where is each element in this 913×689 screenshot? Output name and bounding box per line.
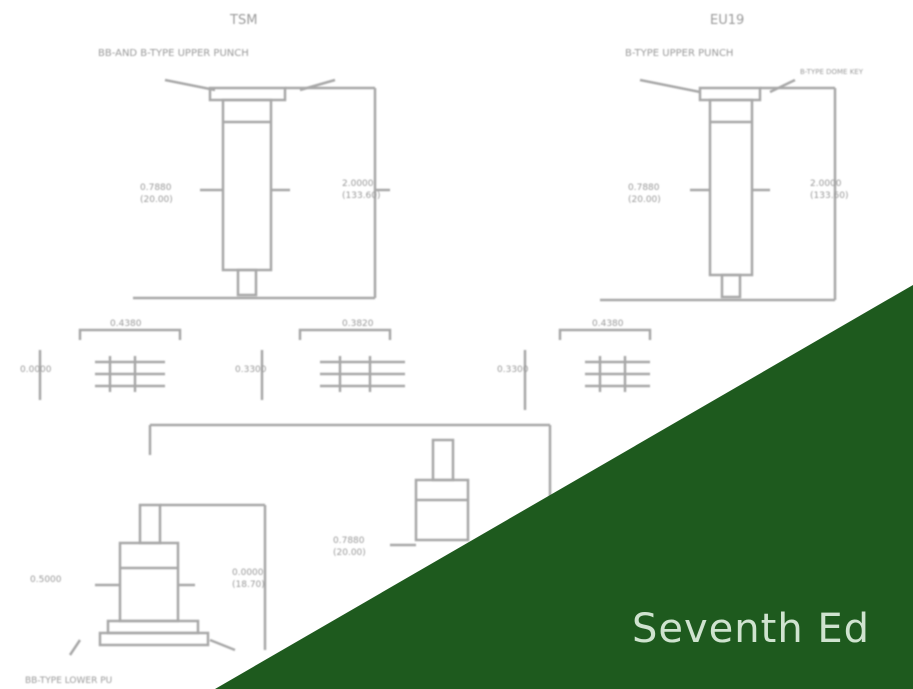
tsm-upper-punch bbox=[133, 78, 390, 300]
eu19-note: B-TYPE DOME KEY bbox=[800, 68, 864, 76]
svg-text:(133.60): (133.60) bbox=[342, 191, 381, 201]
svg-text:0.7880: 0.7880 bbox=[140, 183, 172, 193]
svg-text:(18.70): (18.70) bbox=[232, 580, 265, 590]
svg-text:(20.00): (20.00) bbox=[628, 195, 661, 205]
svg-text:(133.60): (133.60) bbox=[810, 191, 849, 201]
svg-text:(20.00): (20.00) bbox=[333, 548, 366, 558]
svg-text:2.0000: 2.0000 bbox=[810, 179, 842, 189]
lower-punch-left bbox=[68, 503, 267, 656]
svg-text:0.4380: 0.4380 bbox=[592, 319, 624, 329]
edition-label: Seventh Ed bbox=[632, 606, 871, 652]
svg-text:(20.00): (20.00) bbox=[140, 195, 173, 205]
svg-text:0.3820: 0.3820 bbox=[342, 319, 374, 329]
tsm-subtitle: BB-AND B-TYPE UPPER PUNCH bbox=[98, 48, 249, 59]
eu19-upper-punch bbox=[600, 78, 837, 302]
svg-text:0.7880: 0.7880 bbox=[333, 536, 365, 546]
lower-punch-label: BB-TYPE LOWER PU bbox=[25, 676, 112, 686]
lower-punch-right bbox=[390, 438, 470, 547]
svg-text:0.3300: 0.3300 bbox=[235, 365, 267, 375]
svg-text:0.4380: 0.4380 bbox=[110, 319, 142, 329]
eu19-subtitle: B-TYPE UPPER PUNCH bbox=[625, 48, 733, 59]
svg-text:0.7880: 0.7880 bbox=[628, 183, 660, 193]
tip-detail-3 bbox=[523, 328, 652, 410]
svg-text:0.3300: 0.3300 bbox=[497, 365, 529, 375]
eu19-title: EU19 bbox=[710, 13, 744, 28]
tsm-title: TSM bbox=[229, 13, 257, 28]
tip-detail-2 bbox=[260, 328, 405, 400]
tip-detail-1 bbox=[38, 328, 182, 400]
svg-text:0.5000: 0.5000 bbox=[30, 575, 62, 585]
svg-text:2.0000: 2.0000 bbox=[342, 179, 374, 189]
svg-text:0.0000: 0.0000 bbox=[232, 568, 264, 578]
svg-text:0.0000: 0.0000 bbox=[20, 365, 52, 375]
